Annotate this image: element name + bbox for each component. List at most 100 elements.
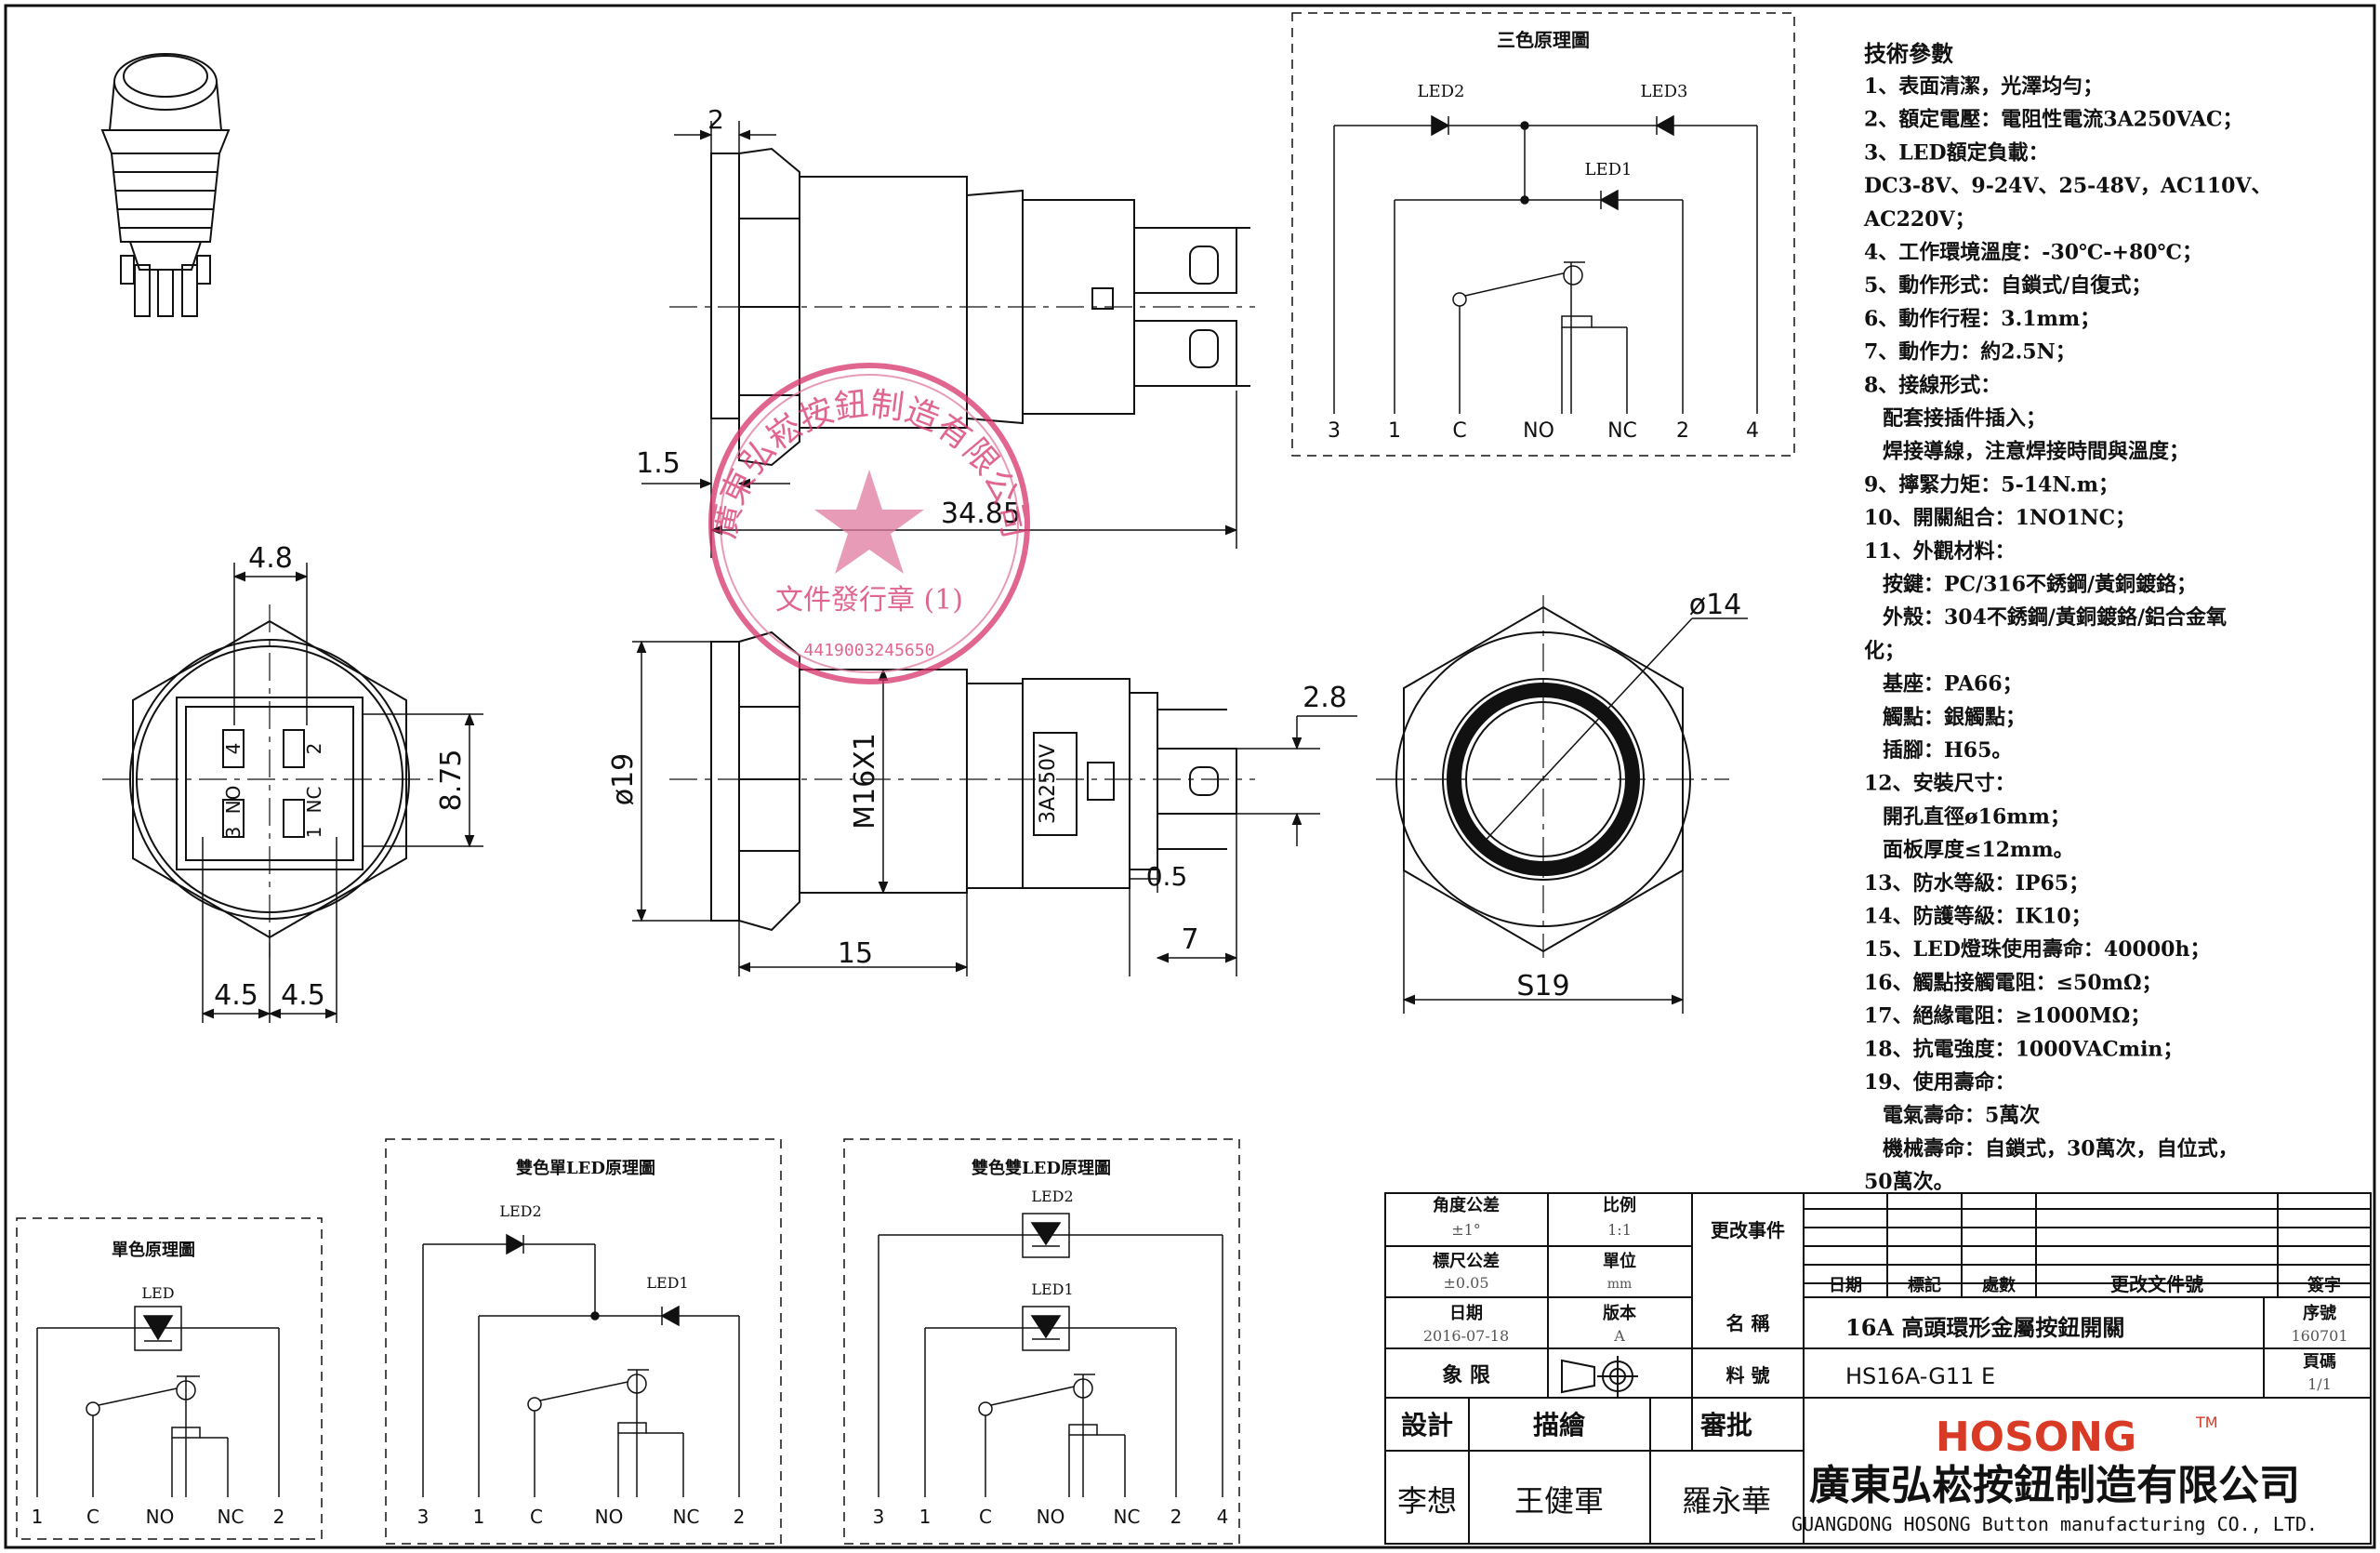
pin-label-1: 1 [303, 827, 325, 839]
dim-hex: S19 [1516, 970, 1569, 1002]
dim-rear-top: 4.8 [248, 542, 293, 575]
svg-text:NC: NC [673, 1506, 700, 1528]
tri-term-3: 3 [1328, 419, 1341, 443]
dim-term-width: 2.8 [1302, 682, 1347, 714]
spec-line: 化； [1864, 639, 1905, 663]
svg-text:處數: 處數 [1982, 1276, 2016, 1295]
title-block [1384, 1192, 2372, 1545]
tri-term-1: 1 [1388, 419, 1401, 443]
dim-rear-height: 8.75 [435, 750, 468, 812]
svg-text:比例: 比例 [1603, 1195, 1636, 1215]
spec-line: 配套接插件插入； [1883, 406, 2046, 431]
company-name-cn: 廣東弘崧按鈕制造有限公司 [1809, 1462, 2300, 1509]
rear-dims [201, 563, 483, 1023]
svg-text:單位: 單位 [1603, 1251, 1636, 1271]
pin-label-4: 4 [222, 743, 245, 755]
tri-led2: LED2 [1418, 82, 1465, 101]
svg-text:更改事件: 更改事件 [1711, 1219, 1785, 1241]
dim-length: 34.85 [941, 498, 1021, 530]
svg-text:角度公差: 角度公差 [1433, 1195, 1500, 1215]
svg-text:NC: NC [1114, 1506, 1141, 1528]
dim-body: 15 [838, 937, 873, 970]
svg-text:1: 1 [919, 1506, 932, 1528]
spec-line: 7、動作力：約2.5N； [1864, 340, 2076, 365]
svg-text:日期: 日期 [1829, 1276, 1862, 1295]
svg-text:更改文件號: 更改文件號 [2110, 1273, 2203, 1295]
top-dims [641, 121, 1238, 558]
spec-line: 1、表面清潔，光澤均勻； [1864, 74, 2103, 99]
spec-line: 外殼：304不銹鋼/黃銅鍍鉻/鋁合金氧 [1883, 605, 2227, 630]
spec-line: 18、抗電強度：1000VACmin； [1864, 1037, 2183, 1061]
schematic-bidouble-frame [843, 1138, 1240, 1545]
bidouble-led1: LED1 [1031, 1281, 1073, 1298]
brand-tm: TM [2195, 1414, 2218, 1431]
spec-line: 電氣壽命：5萬次 [1883, 1104, 2040, 1128]
spec-line: 19、使用壽命： [1864, 1070, 2016, 1095]
rear-pin-labels: 4 2 NO NC 3 1 [222, 743, 325, 839]
dim-dia: ø19 [607, 753, 640, 806]
svg-text:李想: 李想 [1397, 1483, 1457, 1519]
svg-text:標尺公差: 標尺公差 [1433, 1251, 1500, 1271]
spec-line: 8、接線形式： [1864, 373, 2001, 397]
sheet-border [4, 4, 2376, 1549]
svg-text:標記: 標記 [1908, 1275, 1941, 1295]
pin-label-nc: NC [303, 787, 325, 814]
dim-thread: M16X1 [849, 733, 881, 830]
dim-term-len: 7 [1181, 923, 1198, 956]
schematic-single-frame [16, 1217, 323, 1540]
svg-text:±1°: ±1° [1451, 1221, 1481, 1239]
spec-line: 6、動作行程：3.1mm； [1864, 307, 2100, 331]
bisingle-led2: LED2 [499, 1202, 541, 1220]
stamp-serial: 4419003245650 [804, 641, 935, 660]
specs-heading: 技術參數 [1864, 40, 1953, 67]
svg-text:3: 3 [873, 1506, 885, 1528]
bisingle-terminals: 3 1 C NO NC 2 [417, 1506, 746, 1528]
spec-line: 開孔直徑ø16mm； [1883, 804, 2070, 829]
schematic-tri-title: 三色原理圖 [1497, 29, 1590, 51]
svg-text:羅永華: 羅永華 [1682, 1483, 1771, 1519]
spec-line: 焊接導線，注意焊接時間與溫度； [1883, 440, 2189, 464]
svg-text:2: 2 [734, 1506, 746, 1528]
title-block-text: 角度公差 ±1° 比例 1:1 更改事件 標尺公差 ±0.05 單位 mm 日期… [1397, 1195, 2348, 1519]
spec-line: 14、防護等級：IK10； [1864, 905, 2092, 929]
svg-text:C: C [86, 1506, 99, 1528]
svg-text:料 號: 料 號 [1726, 1364, 1770, 1387]
tri-term-c: C [1452, 419, 1466, 443]
spec-line: 10、開關組合：1NO1NC； [1864, 506, 2135, 530]
svg-text:2: 2 [273, 1506, 285, 1528]
svg-text:1/1: 1/1 [2307, 1375, 2332, 1393]
bidouble-led2: LED2 [1031, 1188, 1073, 1205]
tri-term-no: NO [1523, 419, 1554, 443]
svg-text:3: 3 [417, 1506, 430, 1528]
dim-term-thick: 0.5 [1146, 861, 1188, 892]
tri-term-nc: NC [1607, 419, 1637, 443]
spec-line: 基座：PA66； [1883, 672, 2023, 697]
stamp-inner-text: 文件發行章 (1) [775, 584, 963, 617]
svg-text:4: 4 [1217, 1506, 1229, 1528]
schematic-tri-frame [1291, 12, 1795, 457]
svg-text:mm: mm [1607, 1277, 1633, 1292]
svg-text:頁碼: 頁碼 [2303, 1352, 2336, 1372]
iso-view [100, 53, 231, 317]
tri-terminals: 3 1 C NO NC 2 4 [1328, 419, 1759, 443]
specs-list: 1、表面清潔，光澤均勻；2、額定電壓：電阻性電流3A250VAC；3、LED額定… [1863, 74, 2272, 1194]
spec-line: 9、擰緊力矩：5-14N.m； [1864, 472, 2119, 497]
spec-line: 12、安裝尺寸： [1864, 772, 2016, 796]
svg-text:1: 1 [32, 1506, 44, 1528]
single-led: LED [141, 1284, 174, 1302]
spec-line: 13、防水等級：IP65； [1864, 871, 2089, 896]
spec-line: 觸點：銀觸點； [1883, 705, 2026, 729]
dim-ring: ø14 [1689, 589, 1742, 621]
svg-text:描繪: 描繪 [1533, 1410, 1586, 1440]
pin-label-no: NO [222, 786, 245, 815]
svg-text:A: A [1613, 1327, 1625, 1345]
company-name-en: GUANGDONG HOSONG Button manufacturing CO… [1792, 1513, 2318, 1535]
tri-term-4: 4 [1746, 419, 1759, 443]
rear-view [102, 604, 437, 958]
spec-line: 面板厚度≤12mm。 [1883, 838, 2074, 862]
svg-text:NO: NO [1037, 1506, 1065, 1528]
spec-line: 50萬次。 [1864, 1170, 1954, 1194]
schematic-bisingle-frame [385, 1138, 782, 1545]
svg-text:±0.05: ±0.05 [1443, 1274, 1488, 1292]
svg-text:C: C [530, 1506, 543, 1528]
